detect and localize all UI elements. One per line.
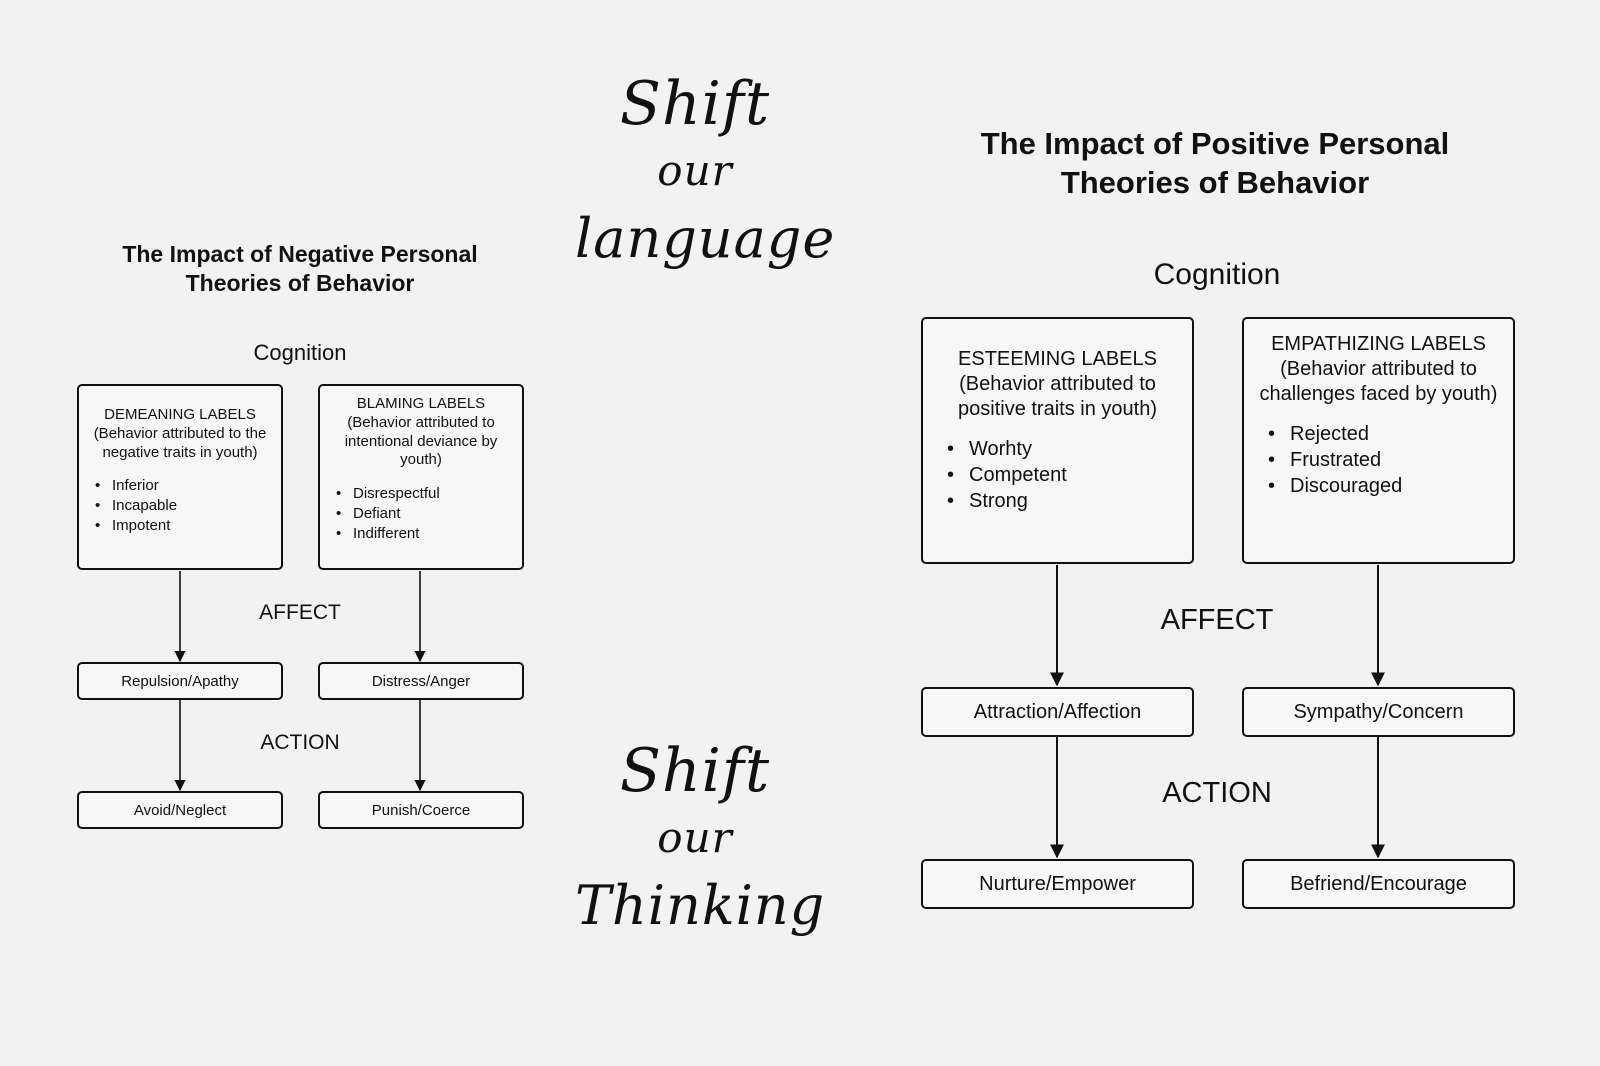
negative-title: The Impact of Negative Personal Theories…	[60, 240, 540, 298]
attraction-affection-box: Attraction/Affection	[921, 687, 1194, 737]
shift-language-text: Shift our language	[575, 69, 836, 274]
positive-title: The Impact of Positive Personal Theories…	[935, 125, 1495, 203]
blaming-subtext: (Behavior attributed to intentional devi…	[344, 413, 498, 469]
positive-action-label: ACTION	[1162, 777, 1272, 809]
positive-affect-label: AFFECT	[1160, 604, 1274, 636]
positive-title-line1: The Impact of Positive Personal	[980, 126, 1450, 161]
positive-cognition-label: Cognition	[1153, 258, 1281, 291]
shift-word-top: Shift	[619, 69, 771, 139]
empathizing-subtext: (Behavior attributed to challenges faced…	[1259, 358, 1498, 405]
list-item: Frustrated	[1268, 447, 1505, 473]
list-item: Impotent	[95, 516, 275, 536]
esteeming-heading: ESTEEMING LABELS	[958, 348, 1157, 370]
repulsion-apathy-box: Repulsion/Apathy	[77, 662, 283, 700]
list-item: Strong	[947, 488, 1184, 514]
list-item: Inferior	[95, 476, 275, 496]
list-item: Discouraged	[1268, 473, 1505, 499]
list-item: Rejected	[1268, 421, 1505, 447]
language-word: language	[575, 207, 836, 270]
list-item: Competent	[947, 462, 1184, 488]
positive-title-line2: Theories of Behavior	[1060, 164, 1370, 200]
list-item: Defiant	[336, 504, 516, 524]
our-word-bottom: our	[657, 813, 733, 862]
list-item: Incapable	[95, 496, 275, 516]
negative-title-line1: The Impact of Negative Personal	[122, 241, 478, 267]
negative-cognition-label: Cognition	[253, 340, 347, 365]
our-word-top: our	[657, 146, 733, 195]
empathizing-labels-box: EMPATHIZING LABELS (Behavior attributed …	[1242, 317, 1515, 564]
list-item: Indifferent	[336, 524, 516, 544]
nurture-empower-box: Nurture/Empower	[921, 859, 1194, 909]
empathizing-heading: EMPATHIZING LABELS	[1271, 333, 1486, 355]
thinking-word: Thinking	[575, 874, 826, 937]
blaming-list: Disrespectful Defiant Indifferent	[336, 484, 516, 544]
empathizing-list: Rejected Frustrated Discouraged	[1268, 421, 1505, 499]
shift-thinking-text: Shift our Thinking	[575, 736, 826, 941]
negative-title-line2: Theories of Behavior	[185, 269, 415, 296]
esteeming-list: Worhty Competent Strong	[947, 436, 1184, 514]
distress-anger-box: Distress/Anger	[318, 662, 524, 700]
negative-action-label: ACTION	[260, 731, 340, 754]
negative-affect-label: AFFECT	[259, 601, 341, 624]
befriend-encourage-box: Befriend/Encourage	[1242, 859, 1515, 909]
demeaning-list: Inferior Incapable Impotent	[95, 476, 275, 536]
shift-word-bottom: Shift	[619, 736, 771, 806]
punish-coerce-box: Punish/Coerce	[318, 791, 524, 829]
demeaning-heading: DEMEANING LABELS	[104, 406, 256, 423]
list-item: Worhty	[947, 436, 1184, 462]
esteeming-subtext: (Behavior attributed to positive traits …	[958, 373, 1157, 420]
demeaning-labels-box: DEMEANING LABELS (Behavior attributed to…	[77, 384, 283, 570]
blaming-labels-box: BLAMING LABELS (Behavior attributed to i…	[318, 384, 524, 570]
demeaning-subtext: (Behavior attributed to the negative tra…	[93, 424, 267, 461]
list-item: Disrespectful	[336, 484, 516, 504]
esteeming-labels-box: ESTEEMING LABELS (Behavior attributed to…	[921, 317, 1194, 564]
avoid-neglect-box: Avoid/Neglect	[77, 791, 283, 829]
blaming-heading: BLAMING LABELS	[356, 395, 486, 412]
sympathy-concern-box: Sympathy/Concern	[1242, 687, 1515, 737]
